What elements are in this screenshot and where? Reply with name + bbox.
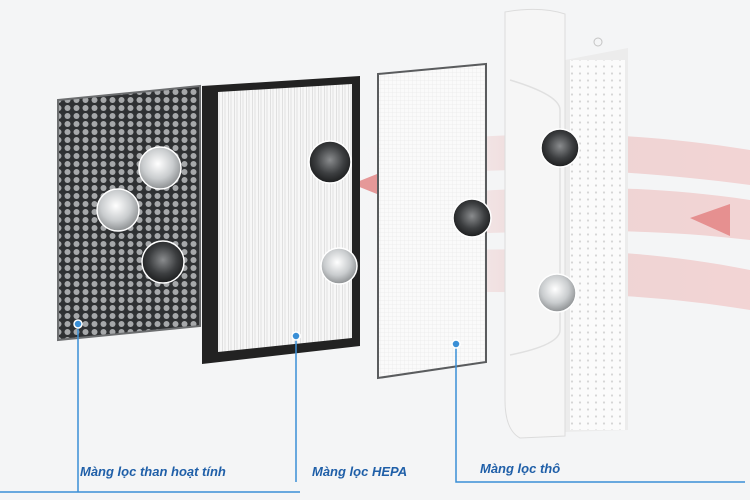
circle-dot-icon: [73, 319, 461, 349]
label-hepa-filter: Màng lọc HEPA: [312, 464, 408, 479]
macro-magnifier-circles: [96, 128, 580, 313]
label-coarse-filter: Màng lọc thô: [480, 461, 561, 476]
hepa-filter-panel: [202, 76, 360, 364]
pointer-lines: [0, 324, 745, 493]
coarse-filter-panel: [377, 62, 487, 380]
air-purifier-unit: [504, 8, 628, 439]
label-carbon-filter: Màng lọc than hoạt tính: [80, 464, 226, 479]
